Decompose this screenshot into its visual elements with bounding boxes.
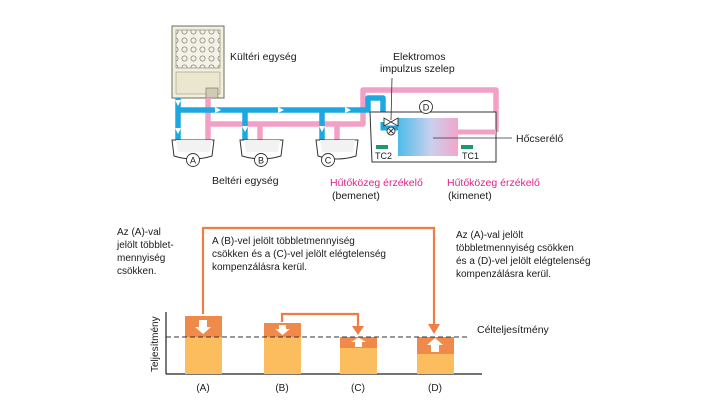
flow-arrows — [175, 100, 351, 134]
sensor-out-sub: (kimenet) — [448, 190, 492, 202]
note-d: Az (A)-val jelölt többletmennyiség csökk… — [456, 230, 591, 280]
unit-letter-d: D — [423, 103, 430, 113]
outdoor-unit-label: Kültéri egység — [230, 51, 297, 63]
indoor-unit-b: B — [239, 139, 284, 167]
note-d-line: és a (D)-vel jelölt elégtelenség — [456, 256, 591, 267]
heat-exchanger-label: Hőcserélő — [516, 133, 563, 145]
note-a-line: Az (A)-val — [117, 227, 161, 238]
sensor-tc2 — [376, 145, 388, 149]
up-arrow-icon — [427, 338, 443, 352]
note-a-line: csökken. — [117, 266, 156, 277]
down-arrow-icon — [195, 320, 211, 334]
target-capacity-label: Célteljesítmény — [477, 324, 550, 336]
outdoor-unit — [171, 25, 225, 99]
valve-label-line1: Elektromos — [393, 51, 446, 63]
category-label-a: (A) — [196, 383, 209, 394]
bar-a — [185, 316, 222, 374]
transfer-arrows — [201, 226, 436, 327]
y-axis-label: Teljesítmény — [150, 316, 161, 372]
unit-letter-a: A — [190, 156, 196, 166]
tc1-label: TC1 — [462, 151, 479, 161]
sensor-tc1 — [461, 145, 473, 149]
unit-letter-b: B — [258, 156, 264, 166]
indoor-unit-c: C — [315, 139, 359, 167]
bar-b — [264, 323, 301, 374]
valve-icon — [383, 77, 399, 136]
blue-pipes — [175, 95, 386, 140]
note-d-line: többletmennyiség csökken — [456, 243, 574, 254]
note-bc: A (B)-vel jelölt többletmennyiség csökke… — [212, 236, 386, 273]
transfer-arrowheads — [352, 324, 440, 335]
sensor-in-sub: (bemenet) — [332, 190, 380, 202]
down-arrow-icon — [275, 325, 290, 335]
note-bc-line: csökken és a (C)-vel jelölt elégtelenség — [212, 249, 386, 260]
bar-c — [340, 337, 377, 374]
category-label-c: (C) — [351, 383, 365, 394]
indoor-unit-label: Beltéri egység — [212, 175, 279, 187]
note-bc-line: A (B)-vel jelölt többletmennyiség — [212, 236, 355, 247]
category-label-b: (B) — [275, 383, 288, 394]
indoor-unit-a: A — [171, 139, 215, 167]
up-arrow-icon — [351, 337, 366, 347]
note-a-line: jelölt többlet- — [116, 240, 174, 251]
tc2-label: TC2 — [375, 151, 392, 161]
valve-label-line2: impulzus szelep — [380, 63, 455, 75]
note-a-line: mennyiség — [117, 253, 165, 264]
unit-letter-c: C — [325, 156, 332, 166]
note-bc-line: kompenzálásra kerül. — [212, 262, 307, 273]
bar-d — [417, 337, 454, 374]
note-d-line: kompenzálásra kerül. — [456, 269, 551, 280]
category-label-d: (D) — [428, 383, 442, 394]
sensor-out-title: Hűtőközeg érzékelő — [447, 177, 540, 189]
sensor-in-title: Hűtőközeg érzékelő — [330, 177, 423, 189]
note-d-line: Az (A)-val jelölt — [456, 230, 523, 241]
pink-pipes — [205, 87, 499, 140]
note-a: Az (A)-val jelölt többlet- mennyiség csö… — [116, 227, 174, 277]
